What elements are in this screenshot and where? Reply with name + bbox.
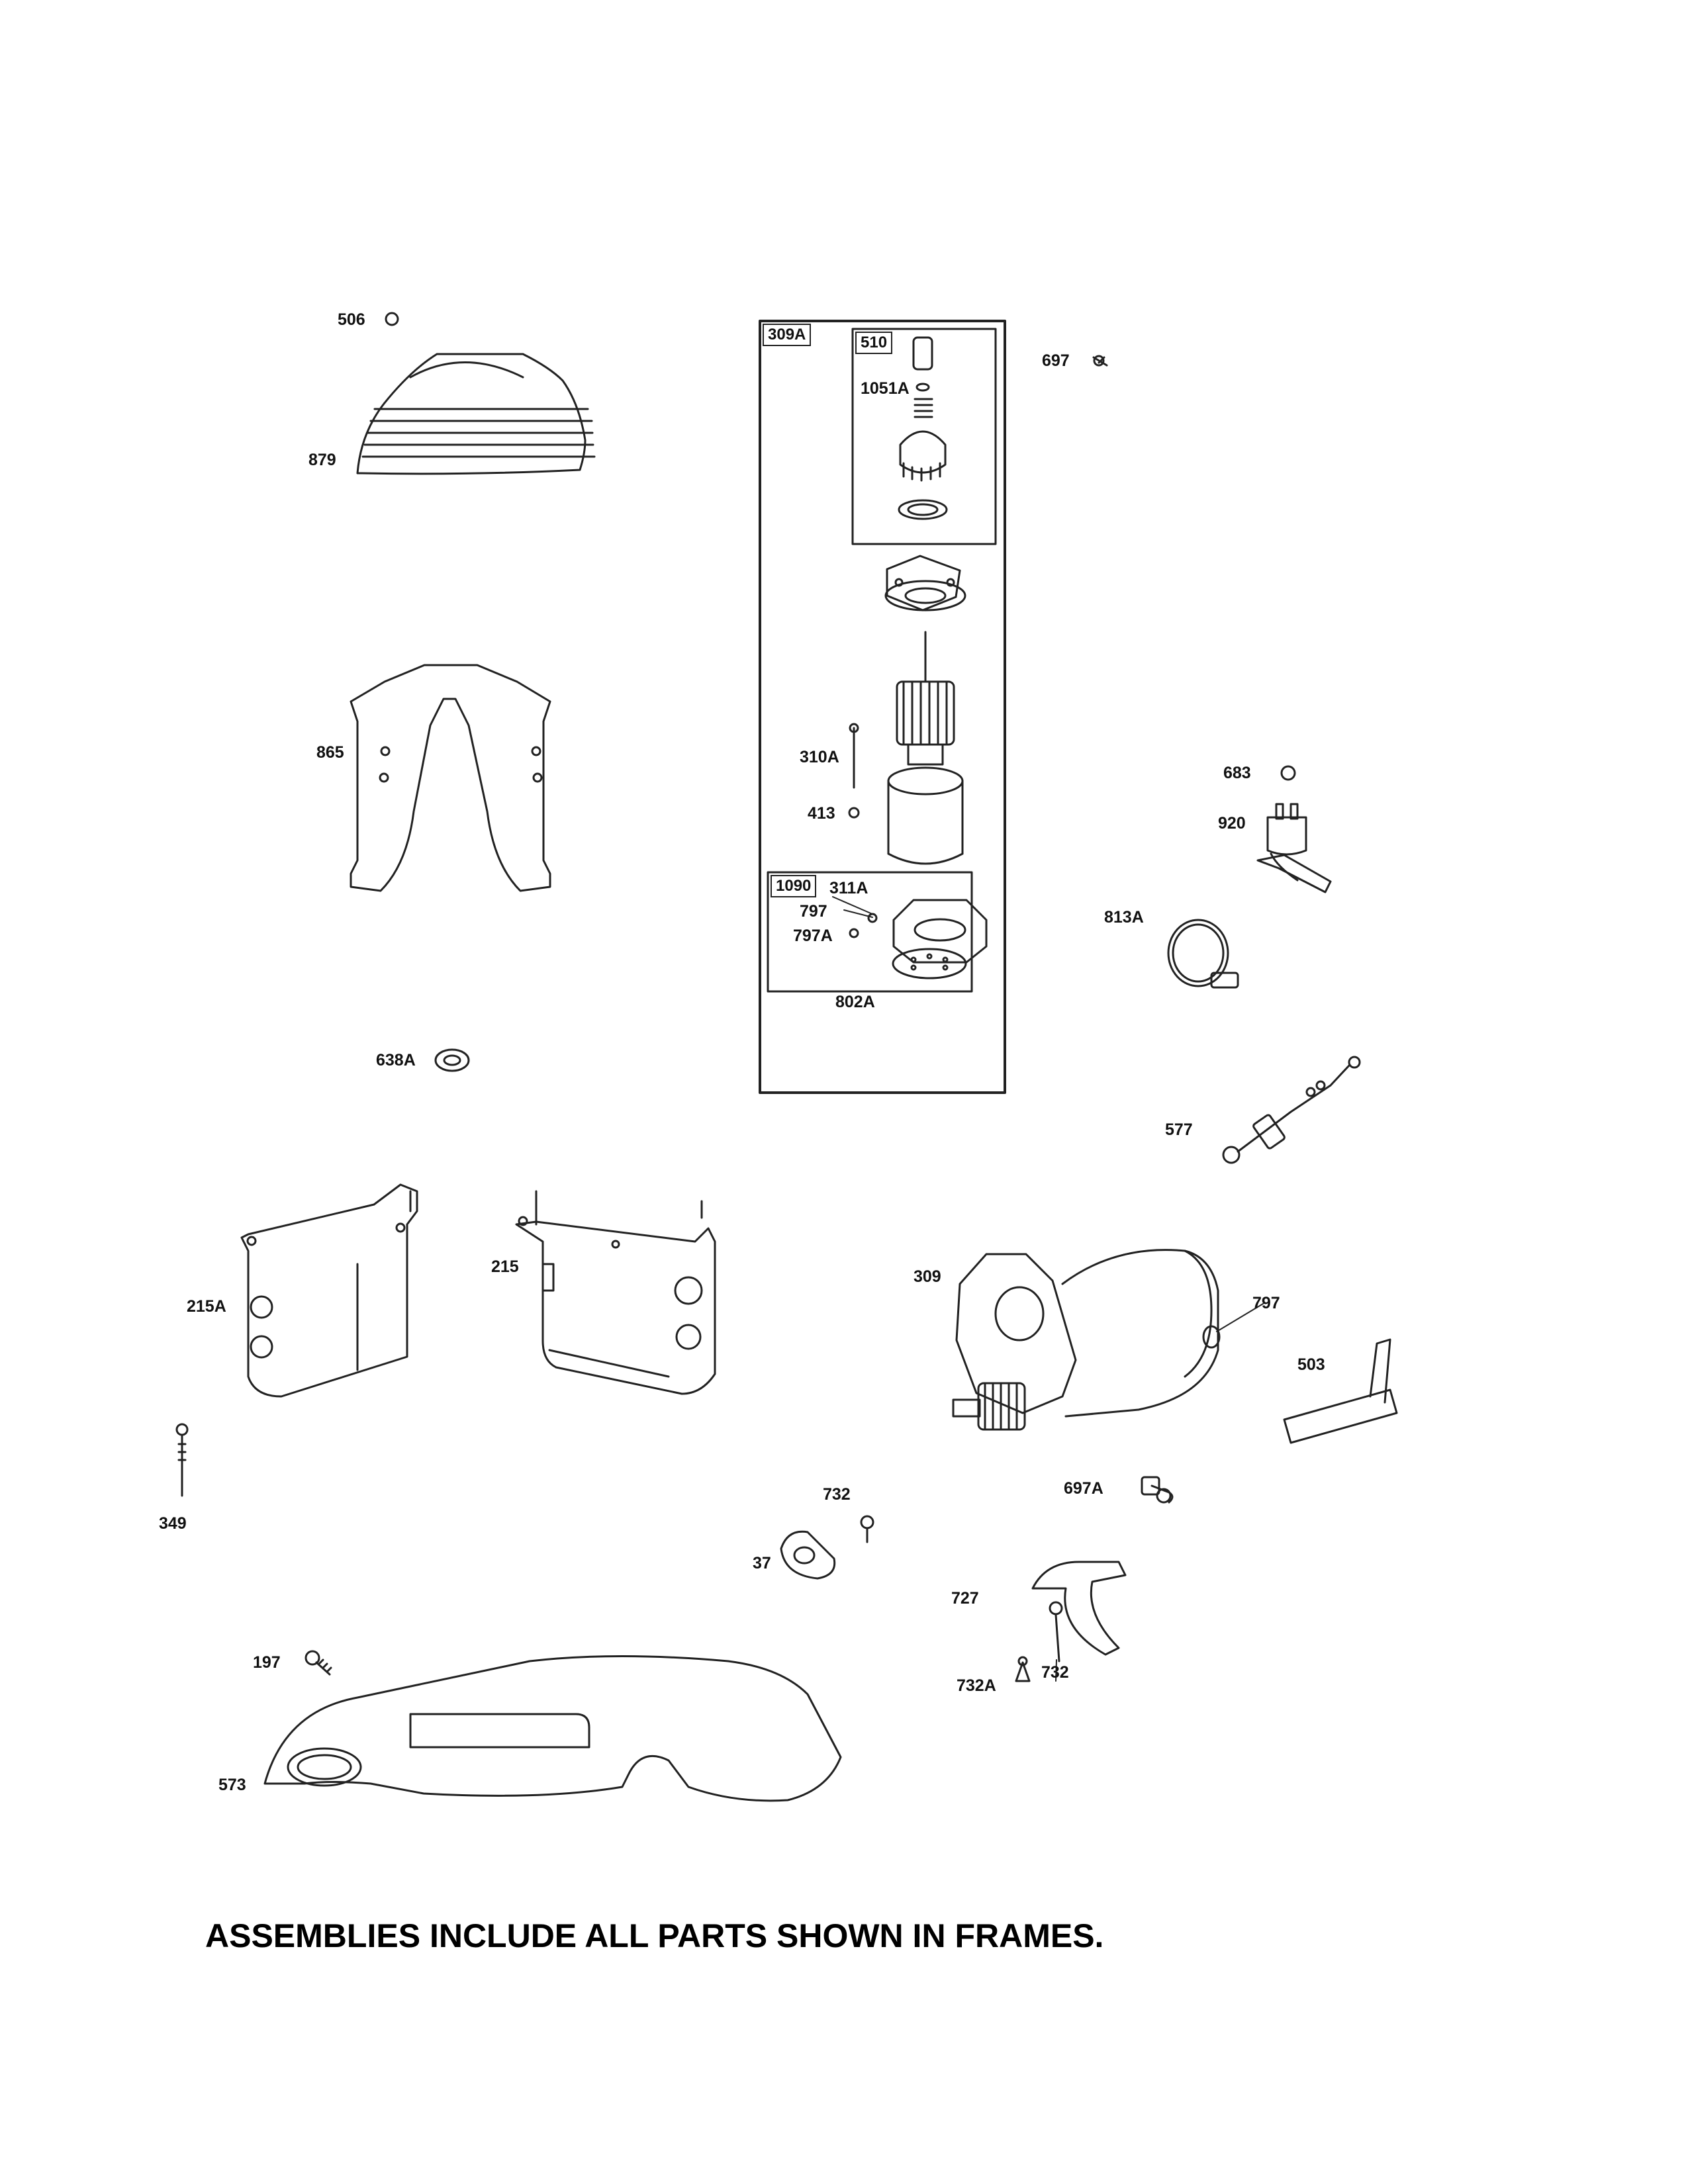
leader-lines [833, 897, 1263, 1681]
screw-732-lower [1050, 1602, 1062, 1661]
label-part-920: 920 [1218, 814, 1246, 833]
label-part-1051A: 1051A [861, 379, 910, 398]
label-part-697A: 697A [1064, 1479, 1103, 1498]
field-housing [888, 768, 962, 864]
starter-motor-309 [953, 1250, 1219, 1430]
screw-349 [177, 1424, 187, 1496]
label-part-797A: 797A [793, 927, 833, 945]
frame-tag-1090: 1090 [771, 875, 817, 897]
label-part-865: 865 [316, 743, 344, 762]
label-part-638A: 638A [376, 1051, 416, 1069]
label-part-37: 37 [753, 1554, 771, 1572]
assemblies-footnote: ASSEMBLIES INCLUDE ALL PARTS SHOWN IN FR… [205, 1917, 1104, 1954]
label-part-413: 413 [808, 804, 835, 823]
shroud-865 [351, 665, 550, 891]
drive-end-cap [886, 556, 965, 610]
clamp-813A [1168, 920, 1238, 987]
frame-510-box [853, 329, 996, 544]
label-part-683: 683 [1223, 764, 1251, 782]
label-part-573: 573 [218, 1776, 246, 1794]
label-part-197: 197 [253, 1653, 281, 1672]
screw-697 [1094, 356, 1107, 365]
label-part-732A: 732A [957, 1676, 996, 1695]
screw-732-upper [861, 1516, 873, 1542]
washer-638A [436, 1050, 469, 1071]
air-guide-573 [265, 1657, 841, 1801]
label-part-311A: 311A [829, 879, 868, 897]
label-part-215: 215 [491, 1257, 519, 1276]
label-part-802A: 802A [835, 993, 875, 1011]
brush-plate [850, 900, 986, 978]
label-part-727: 727 [951, 1589, 979, 1608]
label-part-506: 506 [338, 310, 365, 329]
through-bolt [849, 724, 859, 817]
starter-drive-parts [899, 338, 947, 519]
solenoid-920 [1258, 766, 1331, 892]
bolt-697A [1142, 1477, 1172, 1502]
blower-cover-879 [357, 313, 594, 474]
label-part-697: 697 [1042, 351, 1070, 370]
frame-1090-box [768, 872, 972, 991]
armature [897, 632, 954, 764]
baffle-215 [516, 1191, 715, 1394]
gasket-37 [781, 1531, 835, 1578]
label-part-879: 879 [308, 451, 336, 469]
label-part-309: 309 [914, 1267, 941, 1286]
screw-732A [1016, 1657, 1029, 1681]
label-part-797-frame: 797 [800, 902, 827, 921]
baffle-215A [242, 1185, 417, 1396]
label-part-732-upper: 732 [823, 1485, 851, 1504]
label-part-577: 577 [1165, 1120, 1193, 1139]
frame-309A-box [760, 321, 1005, 1093]
bracket-503 [1284, 1340, 1397, 1443]
bolt-197 [306, 1651, 331, 1674]
label-part-310A: 310A [800, 748, 839, 766]
label-part-349: 349 [159, 1514, 187, 1533]
cable-577 [1223, 1057, 1360, 1163]
label-part-503: 503 [1297, 1355, 1325, 1374]
frame-tag-510: 510 [855, 332, 893, 354]
label-part-215A: 215A [187, 1297, 226, 1316]
label-part-797: 797 [1252, 1294, 1280, 1312]
bracket-727 [1033, 1562, 1125, 1655]
frame-tag-309A: 309A [763, 324, 812, 346]
label-part-813A: 813A [1104, 908, 1144, 927]
label-part-732-lower: 732 [1041, 1663, 1069, 1682]
